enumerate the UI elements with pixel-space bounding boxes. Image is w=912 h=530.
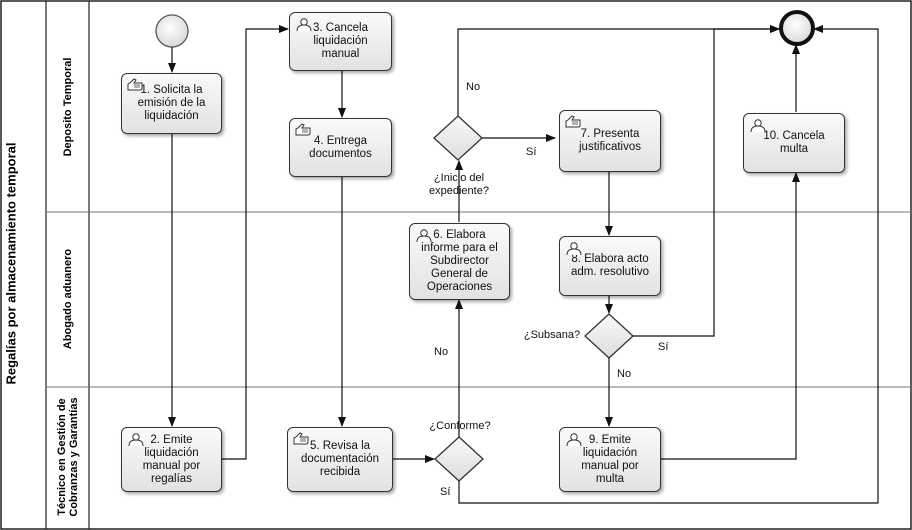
hand-icon <box>127 78 143 91</box>
task-1-label: 1. Solicita la emisión de la liquidación <box>137 84 206 122</box>
user-icon <box>566 433 582 446</box>
task-4-label: 4. Entrega documentos <box>309 134 372 160</box>
flow-conforme-si-to-end <box>458 25 879 504</box>
start-event <box>155 14 189 48</box>
end-event <box>779 10 815 46</box>
flow-subsana-si-to-end <box>633 25 780 337</box>
gateway-label-conforme: ¿Conforme? <box>429 420 491 432</box>
flow-t9-to-t10 <box>661 172 800 460</box>
flow-label-conforme-no: No <box>434 346 449 358</box>
task-1-solicita[interactable]: 1. Solicita la emisión de la liquidación <box>121 73 222 134</box>
task-3-label: 3. Cancela liquidación manual <box>313 22 368 60</box>
flow-label-subsana-si: Sí <box>658 341 669 353</box>
task-10-cancela-multa[interactable]: 10. Cancela multa <box>743 113 845 173</box>
task-5-revisa-documentacion[interactable]: 5. Revisa la documentación recibida <box>287 427 393 492</box>
task-2-emite-regalias[interactable]: 2. Emite liquidación manual por regalías <box>121 427 222 492</box>
hand-icon <box>565 115 581 128</box>
gateway-inicio-expediente <box>433 115 483 161</box>
flow-label-subsana-no: No <box>617 368 632 380</box>
flow-label-inicio-no: No <box>466 81 481 93</box>
user-icon <box>750 119 766 132</box>
flow-inicio-no-to-end <box>457 25 780 116</box>
task-8-label: 8. Elabora acto adm. resolutivo <box>571 253 649 278</box>
task-2-label: 2. Emite liquidación manual por regalías <box>142 433 201 485</box>
hand-icon <box>293 432 309 445</box>
task-5-label: 5. Revisa la documentación recibida <box>301 440 379 478</box>
task-4-entrega-documentos[interactable]: 4. Entrega documentos <box>289 118 392 177</box>
gateway-conforme <box>434 436 484 482</box>
flow-label-inicio-si: Sí <box>526 146 537 158</box>
task-7-presenta-justificativos[interactable]: 7. Presenta justificativos <box>559 110 661 172</box>
task-9-emite-multa[interactable]: 9. Emite liquidación manual por multa <box>559 427 661 492</box>
user-icon <box>566 242 582 255</box>
flow-label-conforme-si: Sí <box>440 486 451 498</box>
gateway-label-subsana: ¿Subsana? <box>523 329 581 341</box>
task-6-label: 6. Elabora informe para el Subdirector G… <box>421 229 498 293</box>
user-icon <box>128 433 144 446</box>
user-icon <box>416 229 432 242</box>
task-10-label: 10. Cancela multa <box>763 130 825 155</box>
gateway-subsana <box>584 313 634 359</box>
task-3-cancela-liquidacion[interactable]: 3. Cancela liquidación manual <box>289 12 392 71</box>
user-icon <box>296 18 312 31</box>
flow-t2-to-t3 <box>222 25 289 460</box>
task-6-elabora-informe[interactable]: 6. Elabora informe para el Subdirector G… <box>409 223 510 300</box>
gateway-label-inicio: ¿Inicio del expediente? <box>429 172 489 197</box>
task-7-label: 7. Presenta justificativos <box>579 128 641 153</box>
hand-icon <box>295 123 311 136</box>
task-8-elabora-acto[interactable]: 8. Elabora acto adm. resolutivo <box>559 236 661 296</box>
task-9-label: 9. Emite liquidación manual por multa <box>581 433 639 485</box>
